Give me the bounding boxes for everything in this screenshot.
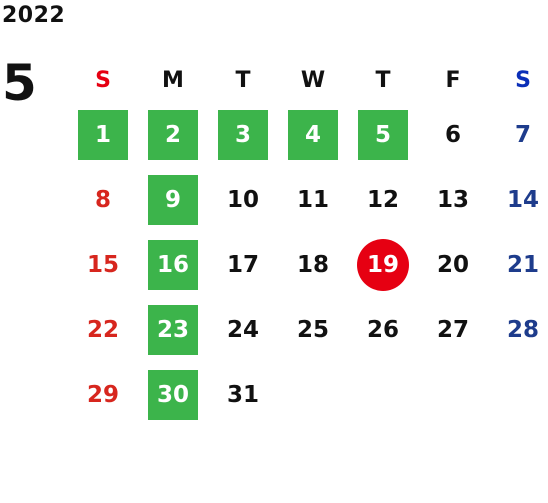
day-cell: 19 (348, 232, 418, 297)
weekday-header-saturday: S (515, 67, 531, 93)
day-cell: 4 (278, 102, 348, 167)
weekday-header-tuesday: T (235, 67, 251, 93)
day-number[interactable]: 18 (296, 251, 329, 278)
day-cell: 15 (68, 232, 138, 297)
day-number[interactable]: 16 (148, 239, 198, 290)
day-number[interactable]: 22 (86, 316, 119, 343)
day-number (288, 370, 338, 420)
day-cell: 24 (208, 297, 278, 362)
day-cell: 2 (138, 102, 208, 167)
day-cell: 28 (488, 297, 548, 362)
day-cell: 13 (418, 167, 488, 232)
day-number[interactable]: 11 (296, 186, 329, 213)
day-number[interactable]: 10 (226, 186, 259, 213)
day-cell: 5 (348, 102, 418, 167)
month-number: 5 (2, 54, 37, 112)
weekday-header-thursday: T (375, 67, 391, 93)
day-cell: 18 (278, 232, 348, 297)
day-number[interactable]: 19 (357, 238, 409, 291)
day-number[interactable]: 13 (436, 186, 469, 213)
day-number[interactable]: 23 (148, 304, 198, 355)
day-number[interactable]: 4 (288, 109, 338, 160)
day-cell: 17 (208, 232, 278, 297)
day-number (498, 370, 548, 420)
day-number[interactable]: 8 (94, 186, 111, 213)
weekday-header-wednesday: W (300, 67, 326, 93)
day-cell: 10 (208, 167, 278, 232)
day-number[interactable]: 27 (436, 316, 469, 343)
day-cell: 1 (68, 102, 138, 167)
day-number[interactable]: 24 (226, 316, 259, 343)
day-number[interactable]: 1 (78, 109, 128, 160)
day-cell: 7 (488, 102, 548, 167)
day-cell (278, 362, 348, 427)
day-cell: 30 (138, 362, 208, 427)
day-number[interactable]: 28 (506, 316, 539, 343)
day-number[interactable]: 17 (226, 251, 259, 278)
day-cell: 27 (418, 297, 488, 362)
year-label: 2022 (2, 3, 66, 28)
day-number[interactable]: 2 (148, 109, 198, 160)
day-cell: 29 (68, 362, 138, 427)
day-number[interactable]: 5 (358, 109, 408, 160)
day-number[interactable]: 31 (226, 381, 259, 408)
day-cell: 11 (278, 167, 348, 232)
weekday-header-monday: M (162, 67, 184, 93)
day-number[interactable]: 14 (506, 186, 539, 213)
day-cell: 23 (138, 297, 208, 362)
weekday-header-friday: F (445, 67, 461, 93)
day-number[interactable]: 21 (506, 251, 539, 278)
day-cell: 16 (138, 232, 208, 297)
day-cell (418, 362, 488, 427)
day-cell: 20 (418, 232, 488, 297)
day-number[interactable]: 15 (86, 251, 119, 278)
day-number (428, 370, 478, 420)
day-number[interactable]: 20 (436, 251, 469, 278)
day-cell (488, 362, 548, 427)
day-cell (348, 362, 418, 427)
day-cell: 14 (488, 167, 548, 232)
day-number[interactable]: 30 (148, 369, 198, 420)
day-cell: 3 (208, 102, 278, 167)
day-number[interactable]: 9 (148, 174, 198, 225)
day-cell: 8 (68, 167, 138, 232)
day-cell: 26 (348, 297, 418, 362)
day-number[interactable]: 26 (366, 316, 399, 343)
day-cell: 25 (278, 297, 348, 362)
calendar-grid: S M T W T F S 1 2 3 4 5 6 7 8 9 10 11 12… (68, 58, 548, 427)
day-cell: 12 (348, 167, 418, 232)
day-number[interactable]: 12 (366, 186, 399, 213)
day-cell: 31 (208, 362, 278, 427)
day-number (358, 370, 408, 420)
day-cell: 21 (488, 232, 548, 297)
weekday-header-sunday: S (95, 67, 111, 93)
day-number[interactable]: 29 (86, 381, 119, 408)
day-cell: 22 (68, 297, 138, 362)
day-cell: 6 (418, 102, 488, 167)
day-number[interactable]: 6 (444, 121, 461, 148)
day-number[interactable]: 25 (296, 316, 329, 343)
day-cell: 9 (138, 167, 208, 232)
day-number[interactable]: 7 (514, 121, 531, 148)
day-number[interactable]: 3 (218, 109, 268, 160)
